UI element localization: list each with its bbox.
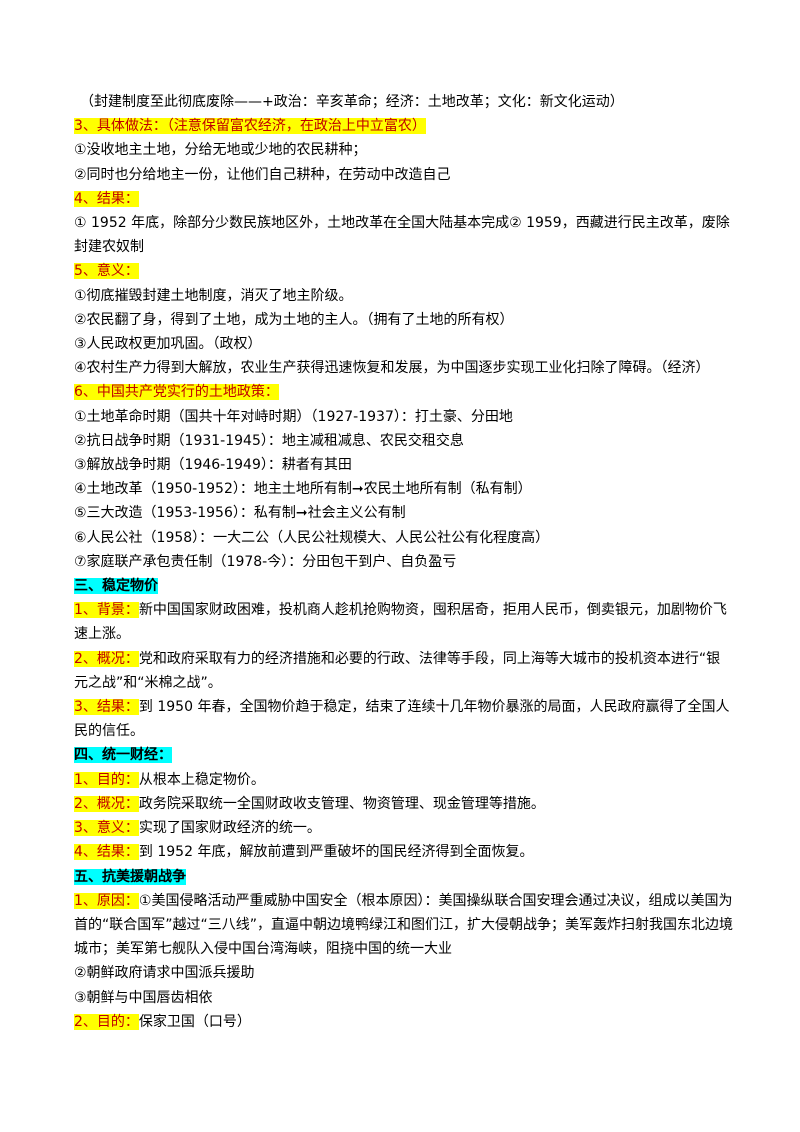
labeled-paragraph: 3、结果：到 1950 年春，全国物价趋于稳定，结束了连续十几年物价暴涨的局面，… xyxy=(74,695,734,743)
document-page: （封建制度至此彻底废除——+政治：辛亥革命；经济：土地改革；文化：新文化运动） 3… xyxy=(74,90,734,1034)
section-title: 四、统一财经： xyxy=(74,747,172,764)
text-line: ⑥人民公社（1958）：一大二公（人民公社规模大、人民公社公有化程度高） xyxy=(74,529,550,546)
text-line: ③人民政权更加巩固。（政权） xyxy=(74,336,262,353)
text-line: ②朝鲜政府请求中国派兵援助 xyxy=(74,965,255,982)
paragraph-text: ①美国侵略活动严重威胁中国安全（根本原因）：美国操纵联合国安理会通过决议，组成以… xyxy=(74,892,734,958)
section-title: 三、稳定物价 xyxy=(74,578,158,595)
paragraph-label: 2、目的： xyxy=(74,1013,139,1030)
paragraph-label: 4、结果： xyxy=(74,844,139,861)
paragraph-text: 到 1952 年底，解放前遭到严重破坏的国民经济得到全面恢复。 xyxy=(138,844,534,861)
paragraph-label: 3、意义： xyxy=(74,820,139,837)
labeled-paragraph: 1、目的：从根本上稳定物价。 xyxy=(74,768,734,792)
subheading: 4、结果： xyxy=(74,187,734,211)
text-line: ①土地革命时期（国共十年对峙时期）（1927-1937）：打土豪、分田地 xyxy=(74,408,513,425)
labeled-paragraph: 1、原因：①美国侵略活动严重威胁中国安全（根本原因）：美国操纵联合国安理会通过决… xyxy=(74,889,734,962)
paragraph-label: 2、概况： xyxy=(74,795,139,812)
paragraph-label: 1、目的： xyxy=(74,771,139,788)
paragraph-text: 从根本上稳定物价。 xyxy=(138,771,265,788)
section-title: 五、抗美援朝战争 xyxy=(74,868,186,885)
subheading: 5、意义： xyxy=(74,259,734,283)
paragraph-text: 政务院采取统一全国财政收支管理、物资管理、现金管理等措施。 xyxy=(138,795,545,812)
subheading: 6、中国共产党实行的土地政策： xyxy=(74,380,734,404)
paragraph-label: 1、背景： xyxy=(74,602,139,619)
paragraph-text: 党和政府采取有力的经济措施和必要的行政、法律等手段，同上海等大城市的投机资本进行… xyxy=(74,650,721,691)
paragraph-label: 1、原因： xyxy=(74,892,139,909)
text-line: ① 1952 年底，除部分少数民族地区外，土地改革在全国大陆基本完成② 1959… xyxy=(74,215,730,256)
labeled-paragraph: 3、意义：实现了国家财政经济的统一。 xyxy=(74,816,734,840)
paragraph-text: 保家卫国（口号） xyxy=(138,1013,251,1030)
text-line: （封建制度至此彻底废除——+政治：辛亥革命；经济：土地改革；文化：新文化运动） xyxy=(80,94,624,110)
labeled-paragraph: 2、概况：政务院采取统一全国财政收支管理、物资管理、现金管理等措施。 xyxy=(74,792,734,816)
section-heading: 五、抗美援朝战争 xyxy=(74,865,734,889)
highlighted-heading: 5、意义： xyxy=(74,263,139,280)
labeled-paragraph: 2、概况：党和政府采取有力的经济措施和必要的行政、法律等手段，同上海等大城市的投… xyxy=(74,647,734,695)
text-line: ⑦家庭联产承包责任制（1978-今）：分田包干到户、自负盈亏 xyxy=(74,553,457,570)
text-line: ⑤三大改造（1953-1956）：私有制➞社会主义公有制 xyxy=(74,505,406,522)
section-heading: 四、统一财经： xyxy=(74,743,734,767)
text-line: ④农村生产力得到大解放，农业生产获得迅速恢复和发展，为中国逐步实现工业化扫除了障… xyxy=(74,360,710,377)
text-line: ②同时也分给地主一份，让他们自己耕种，在劳动中改造自己 xyxy=(74,166,451,183)
labeled-paragraph: 2、目的：保家卫国（口号） xyxy=(74,1010,734,1034)
highlighted-heading: 3、具体做法：（注意保留富农经济，在政治上中立富农） xyxy=(74,118,426,135)
labeled-paragraph: 4、结果：到 1952 年底，解放前遭到严重破坏的国民经济得到全面恢复。 xyxy=(74,840,734,864)
labeled-paragraph: 1、背景：新中国国家财政困难，投机商人趁机抢购物资，囤积居奇，拒用人民币，倒卖银… xyxy=(74,598,734,646)
text-line: ①彻底摧毁封建土地制度，消灭了地主阶级。 xyxy=(74,287,353,304)
section-heading: 三、稳定物价 xyxy=(74,574,734,598)
text-line: ②农民翻了身，得到了土地，成为土地的主人。（拥有了土地的所有权） xyxy=(74,311,514,328)
paragraph-label: 3、结果： xyxy=(74,699,139,716)
text-line: ①没收地主土地，分给无地或少地的农民耕种； xyxy=(74,142,367,159)
paragraph-label: 2、概况： xyxy=(74,650,139,667)
highlighted-heading: 6、中国共产党实行的土地政策： xyxy=(74,384,279,401)
text-line: ④土地改革（1950-1952）：地主土地所有制➞农民土地所有制（私有制） xyxy=(74,481,532,498)
paragraph-text: 新中国国家财政困难，投机商人趁机抢购物资，囤积居奇，拒用人民币，倒卖银元，加剧物… xyxy=(74,602,727,643)
paragraph-text: 到 1950 年春，全国物价趋于稳定，结束了连续十几年物价暴涨的局面，人民政府赢… xyxy=(74,699,730,740)
text-line: ③解放战争时期（1946-1949）：耕者有其田 xyxy=(74,457,352,474)
highlighted-heading: 4、结果： xyxy=(74,190,139,207)
subheading: 3、具体做法：（注意保留富农经济，在政治上中立富农） xyxy=(74,114,734,138)
text-line: ②抗日战争时期（1931-1945）：地主减租减息、农民交租交息 xyxy=(74,432,464,449)
text-line: ③朝鲜与中国唇齿相依 xyxy=(74,989,213,1006)
paragraph-text: 实现了国家财政经济的统一。 xyxy=(138,820,321,837)
